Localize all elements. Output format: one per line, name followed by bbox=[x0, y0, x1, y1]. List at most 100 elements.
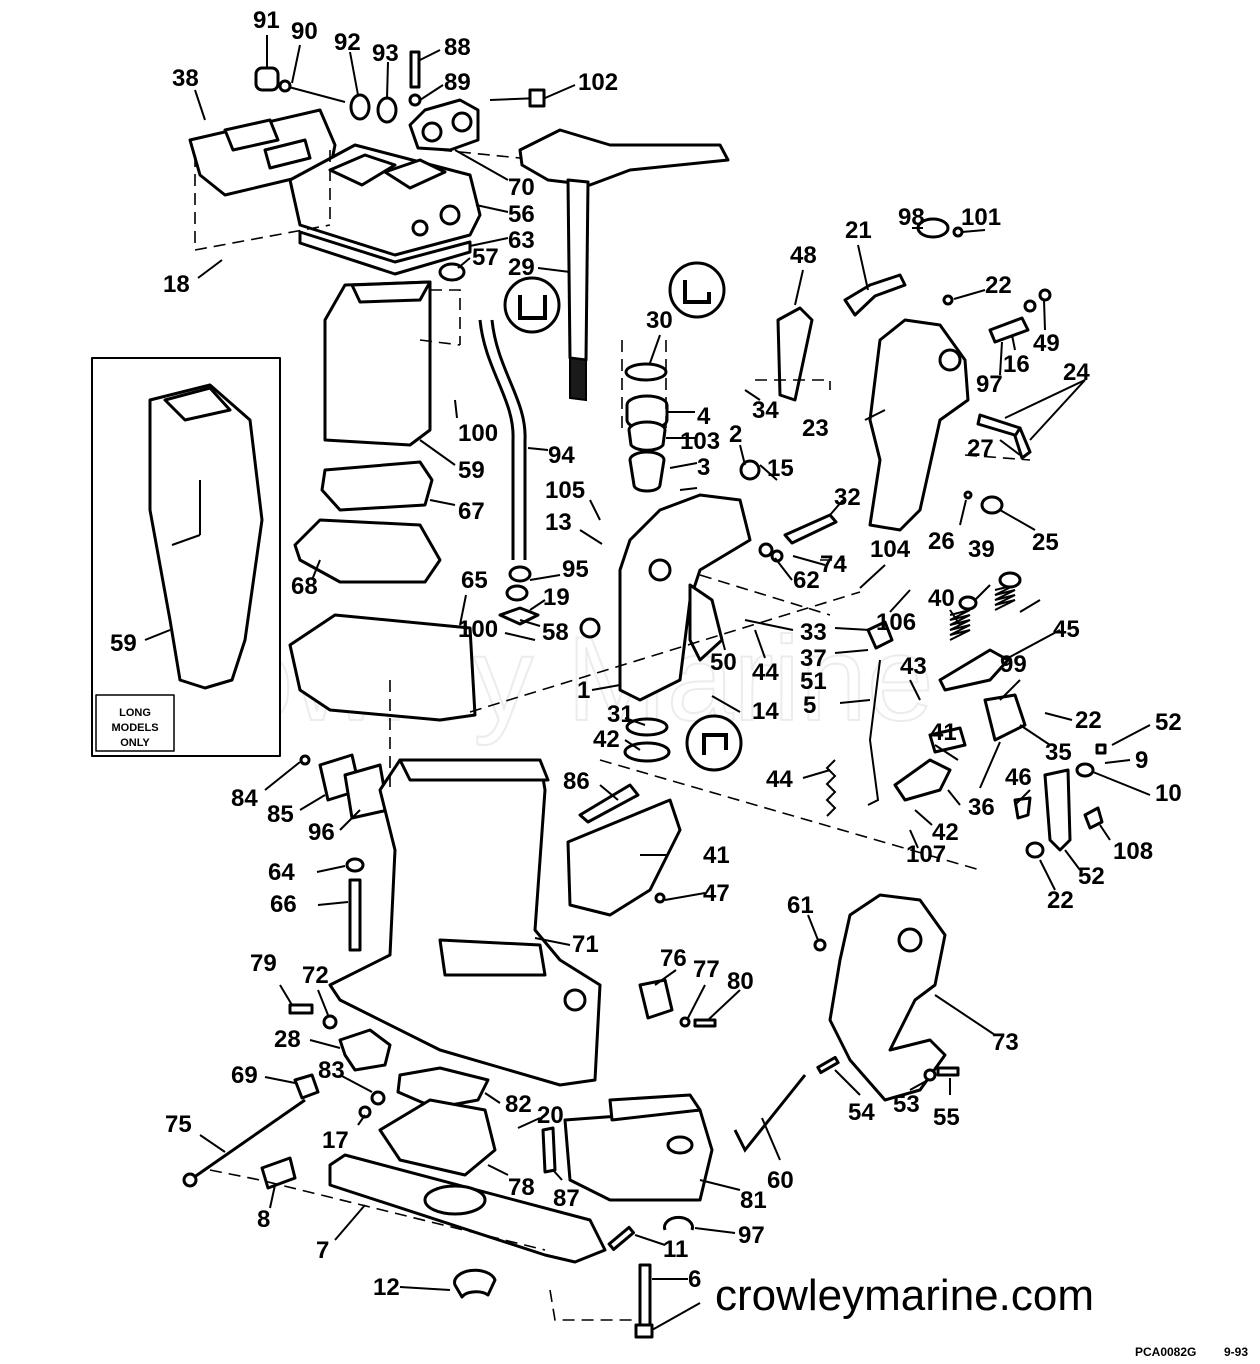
callout: 28 bbox=[274, 1026, 301, 1053]
callout: 22 bbox=[1047, 887, 1074, 914]
callout: 54 bbox=[848, 1099, 875, 1126]
callout: 64 bbox=[268, 859, 295, 886]
callout: 7 bbox=[316, 1237, 329, 1264]
callout: 46 bbox=[1005, 764, 1032, 791]
callout: 23 bbox=[802, 415, 829, 442]
callout: 80 bbox=[727, 968, 754, 995]
callout: 9 bbox=[1135, 747, 1148, 774]
callout: 30 bbox=[646, 307, 673, 334]
callout: 70 bbox=[508, 174, 535, 201]
callout: 101 bbox=[961, 204, 1001, 231]
callout: 90 bbox=[291, 18, 318, 45]
callout: 50 bbox=[710, 649, 737, 676]
callout: 5 bbox=[803, 692, 816, 719]
callout: 47 bbox=[703, 880, 730, 907]
callout: 36 bbox=[968, 794, 995, 821]
callout: 105 bbox=[545, 477, 585, 504]
callout: 6 bbox=[688, 1266, 701, 1293]
callout: 59 bbox=[110, 630, 137, 657]
figure-code: PCA0082G bbox=[1135, 1345, 1196, 1359]
callout: 27 bbox=[967, 435, 994, 462]
callout: 91 bbox=[253, 7, 280, 34]
callout: 62 bbox=[793, 567, 820, 594]
callout: 67 bbox=[458, 498, 485, 525]
callout: 89 bbox=[444, 69, 471, 96]
callout: 61 bbox=[787, 892, 814, 919]
callout: 60 bbox=[767, 1167, 794, 1194]
callout: 48 bbox=[790, 242, 817, 269]
callout: 95 bbox=[562, 556, 589, 583]
callout: 31 bbox=[607, 701, 634, 728]
callout: 3 bbox=[697, 454, 710, 481]
part-exhaust-cover bbox=[566, 798, 682, 917]
callout: 83 bbox=[318, 1057, 345, 1084]
callout: 2 bbox=[729, 421, 742, 448]
callout: 56 bbox=[508, 201, 535, 228]
callout: 33 bbox=[800, 619, 827, 646]
callout: 1 bbox=[577, 677, 590, 704]
callout: 75 bbox=[165, 1111, 192, 1138]
callout: 58 bbox=[542, 619, 569, 646]
website-watermark: crowleymarine.com bbox=[715, 1271, 1094, 1320]
callout: 102 bbox=[578, 69, 618, 96]
callout: 86 bbox=[563, 768, 590, 795]
callout: 71 bbox=[572, 931, 599, 958]
lubrication-icon bbox=[685, 714, 743, 772]
callout: 37 bbox=[800, 645, 827, 672]
callout: 87 bbox=[553, 1185, 580, 1212]
callout: 20 bbox=[537, 1102, 564, 1129]
callout: 97 bbox=[738, 1222, 765, 1249]
callout: 81 bbox=[740, 1187, 767, 1214]
callout: 98 bbox=[898, 204, 925, 231]
callout: 15 bbox=[767, 455, 794, 482]
callout: 16 bbox=[1003, 351, 1030, 378]
callout: 57 bbox=[472, 244, 499, 271]
part-steering-arm bbox=[518, 128, 730, 187]
callout: 24 bbox=[1063, 359, 1090, 386]
callout: 52 bbox=[1155, 709, 1182, 736]
leader-lines bbox=[144, 35, 1151, 1331]
lubrication-icon bbox=[503, 276, 561, 334]
callout: 44 bbox=[752, 659, 779, 686]
callout: 8 bbox=[257, 1206, 270, 1233]
callout: 4 bbox=[697, 403, 711, 430]
callout: 88 bbox=[444, 34, 471, 61]
callout: 19 bbox=[543, 584, 570, 611]
callout: 76 bbox=[660, 945, 687, 972]
callout: 43 bbox=[900, 653, 927, 680]
callout: 100 bbox=[458, 616, 498, 643]
callout: 22 bbox=[1075, 707, 1102, 734]
callout: 51 bbox=[800, 668, 827, 695]
part-exhaust-housing-long bbox=[148, 383, 264, 690]
callout: 39 bbox=[968, 536, 995, 563]
callout: 42 bbox=[593, 726, 620, 753]
callout: 35 bbox=[1045, 739, 1072, 766]
callout-labels: 91 90 92 93 88 89 102 38 70 56 63 57 29 … bbox=[110, 7, 1182, 1301]
date-code: 9-93 bbox=[1224, 1345, 1248, 1359]
callout: 65 bbox=[461, 567, 488, 594]
callout: 40 bbox=[928, 585, 955, 612]
callout: 34 bbox=[752, 397, 779, 424]
callout: 21 bbox=[845, 217, 872, 244]
callout: 97 bbox=[976, 371, 1003, 398]
callout: 66 bbox=[270, 891, 297, 918]
callout: 53 bbox=[893, 1091, 920, 1118]
callout: 77 bbox=[693, 956, 720, 983]
callout: 11 bbox=[663, 1236, 688, 1263]
part-exhaust-housing bbox=[323, 280, 432, 447]
callout: 41 bbox=[930, 719, 957, 746]
callout: 12 bbox=[373, 1274, 400, 1301]
callout: 45 bbox=[1053, 616, 1080, 643]
callout: 68 bbox=[291, 573, 318, 600]
callout: 55 bbox=[933, 1104, 960, 1131]
callout: 107 bbox=[906, 841, 946, 868]
callout: 29 bbox=[508, 254, 535, 281]
callout: 73 bbox=[992, 1029, 1019, 1056]
part-swivel-bracket bbox=[618, 493, 752, 702]
callout: 96 bbox=[308, 819, 335, 846]
inset-label-line-2: MODELS bbox=[111, 722, 158, 734]
callout: 18 bbox=[163, 271, 190, 298]
callout: 78 bbox=[508, 1174, 535, 1201]
callout: 26 bbox=[928, 528, 955, 555]
callout: 93 bbox=[372, 40, 399, 67]
